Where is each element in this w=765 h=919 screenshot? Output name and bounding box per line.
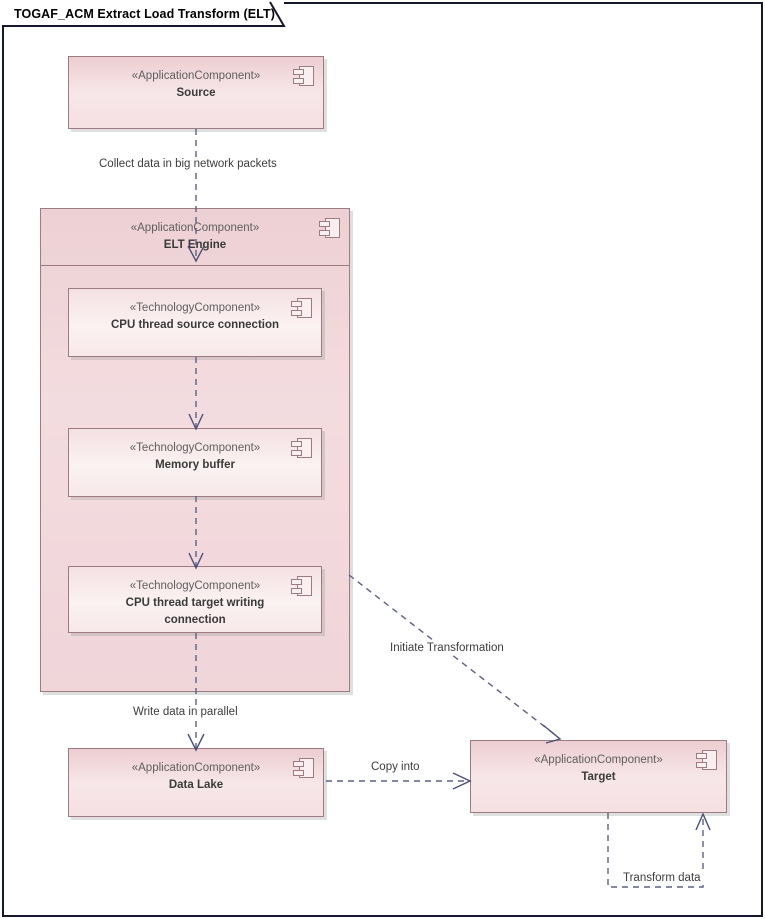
uml-component-icon bbox=[291, 575, 313, 597]
node-source[interactable]: «ApplicationComponent» Source bbox=[68, 56, 324, 129]
diagram-title-tab-shape bbox=[2, 1, 286, 27]
node-target[interactable]: «ApplicationComponent» Target bbox=[470, 740, 727, 813]
uml-component-icon bbox=[293, 65, 315, 87]
node-data-lake-header: «ApplicationComponent» Data Lake bbox=[69, 749, 323, 794]
uml-component-icon bbox=[696, 749, 718, 771]
connector-label-copy-into: Copy into bbox=[368, 760, 423, 774]
node-cpu-thread-target-writing-connection-stereotype: «TechnologyComponent» bbox=[129, 580, 261, 592]
node-data-lake-stereotype: «ApplicationComponent» bbox=[131, 762, 261, 774]
node-cpu-thread-source-connection-name: CPU thread source connection bbox=[110, 319, 280, 331]
node-memory-buffer-name: Memory buffer bbox=[155, 459, 235, 471]
node-source-header: «ApplicationComponent» Source bbox=[69, 57, 323, 102]
node-cpu-thread-source-connection-stereotype: «TechnologyComponent» bbox=[129, 302, 261, 314]
node-cpu-thread-source-connection[interactable]: «TechnologyComponent» CPU thread source … bbox=[68, 288, 322, 357]
uml-component-icon bbox=[319, 217, 341, 239]
connector-copy-into bbox=[326, 772, 472, 790]
connector-label-write-data: Write data in parallel bbox=[130, 705, 241, 719]
node-memory-buffer-stereotype: «TechnologyComponent» bbox=[129, 442, 261, 454]
diagram-title: TOGAF_ACM Extract Load Transform (ELT) bbox=[14, 7, 276, 21]
node-elt-engine-name: ELT Engine bbox=[163, 239, 227, 251]
node-target-header: «ApplicationComponent» Target bbox=[471, 741, 726, 786]
node-target-stereotype: «ApplicationComponent» bbox=[534, 754, 663, 766]
connector-label-collect-data: Collect data in big network packets bbox=[96, 157, 280, 171]
node-cpu-thread-source-connection-header: «TechnologyComponent» CPU thread source … bbox=[69, 289, 321, 334]
node-source-name: Source bbox=[176, 87, 216, 99]
node-memory-buffer[interactable]: «TechnologyComponent» Memory buffer bbox=[68, 428, 322, 497]
connector-initiate-transformation bbox=[348, 574, 562, 744]
node-data-lake-name: Data Lake bbox=[168, 779, 224, 791]
node-cpu-thread-target-writing-connection-header: «TechnologyComponent» CPU thread target … bbox=[69, 567, 321, 629]
node-elt-engine-header: «ApplicationComponent» ELT Engine bbox=[41, 209, 349, 266]
connector-label-transform-data: Transform data bbox=[620, 871, 704, 885]
node-cpu-thread-target-writing-connection[interactable]: «TechnologyComponent» CPU thread target … bbox=[68, 566, 322, 633]
node-cpu-thread-target-writing-connection-name: CPU thread target writing connection bbox=[125, 597, 265, 626]
uml-component-icon bbox=[291, 297, 313, 319]
node-memory-buffer-header: «TechnologyComponent» Memory buffer bbox=[69, 429, 321, 474]
diagram-title-tab[interactable]: TOGAF_ACM Extract Load Transform (ELT) bbox=[2, 1, 286, 27]
node-source-stereotype: «ApplicationComponent» bbox=[131, 70, 261, 82]
uml-component-icon bbox=[291, 437, 313, 459]
node-target-name: Target bbox=[581, 771, 616, 783]
node-data-lake[interactable]: «ApplicationComponent» Data Lake bbox=[68, 748, 324, 817]
uml-component-icon bbox=[293, 757, 315, 779]
connector-label-initiate-transformation: Initiate Transformation bbox=[387, 641, 507, 655]
node-elt-engine-stereotype: «ApplicationComponent» bbox=[130, 222, 260, 234]
